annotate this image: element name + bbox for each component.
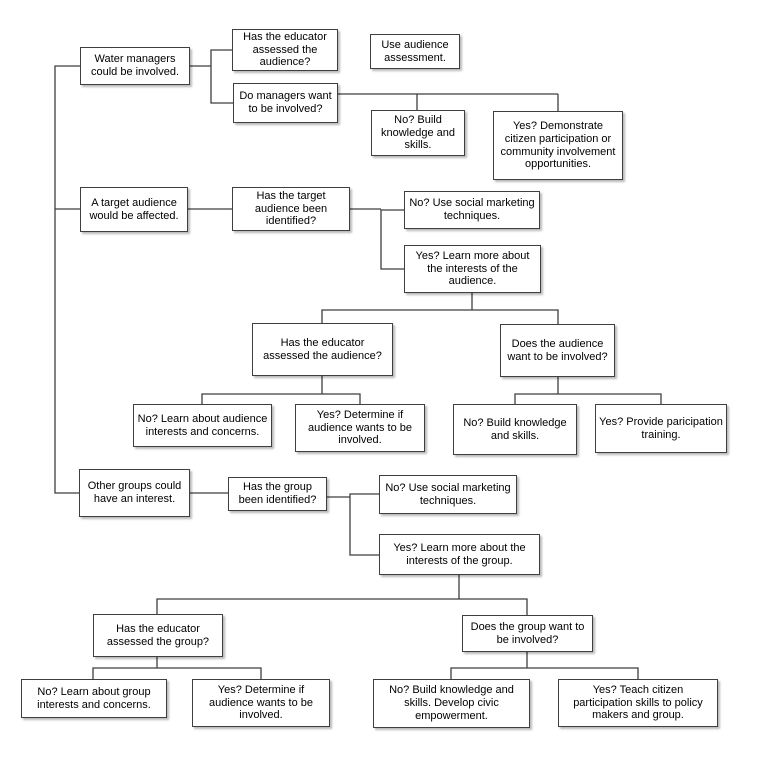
flow-node-group-want-involved: Does the group want to be involved? <box>462 615 593 652</box>
flow-node-other-groups: Other groups could have an interest. <box>79 469 190 517</box>
connector-water-bracket <box>210 49 233 104</box>
flow-node-no-build-knowledge-skills: No? Build knowledge and skills. <box>371 110 465 156</box>
connector-identified-bracket <box>380 209 404 270</box>
flow-node-yes-determine-audience-2: Yes? Determine if audience wants to be i… <box>192 679 330 727</box>
flow-node-no-social-marketing-group: No? Use social marketing techniques. <box>379 475 517 514</box>
flow-node-educator-assessed-audience-top: Has the educator assessed the audience? <box>232 29 338 71</box>
flow-node-yes-determine-audience: Yes? Determine if audience wants to be i… <box>295 404 425 452</box>
flow-node-use-audience-assessment: Use audience assessment. <box>370 34 460 69</box>
flow-node-no-learn-group-interests: No? Learn about group interests and conc… <box>21 679 167 718</box>
flow-node-target-audience-affected: A target audience would be affected. <box>80 187 188 232</box>
flow-node-managers-want-involved: Do managers want to be involved? <box>233 83 338 123</box>
connector-learn-audience-bracket <box>321 309 559 324</box>
flow-node-yes-demonstrate-participation: Yes? Demonstrate citizen participation o… <box>493 111 623 180</box>
flow-node-educator-assessed-group: Has the educator assessed the group? <box>93 614 223 657</box>
connector-assessed-group-bracket <box>92 667 262 679</box>
connector-learn-group-bracket <box>156 598 528 615</box>
flow-node-no-build-knowledge-skills-2: No? Build knowledge and skills. <box>453 404 577 455</box>
connector-audience-want-bracket <box>514 393 662 404</box>
flow-node-no-social-marketing-audience: No? Use social marketing techniques. <box>404 191 540 229</box>
flow-node-educator-assessed-audience-mid: Has the educator assessed the audience? <box>252 323 393 376</box>
flow-node-audience-want-involved: Does the audience want to be involved? <box>500 324 615 377</box>
flow-node-target-audience-identified: Has the target audience been identified? <box>232 187 350 231</box>
flow-node-yes-provide-training: Yes? Provide paricipation training. <box>595 404 727 453</box>
flow-node-no-learn-audience-interests: No? Learn about audience interests and c… <box>133 404 272 447</box>
connector-assessed-audience-bracket <box>201 393 361 404</box>
connector-left-rail <box>54 65 80 494</box>
flow-node-no-build-civic-empowerment: No? Build knowledge and skills. Develop … <box>373 679 530 728</box>
flow-node-water-managers: Water managers could be involved. <box>80 47 190 85</box>
connector-group-want-bracket <box>450 667 639 679</box>
connector-group-identified-bracket <box>349 493 379 556</box>
flow-node-yes-teach-citizen-skills: Yes? Teach citizen participation skills … <box>558 679 718 727</box>
flow-node-yes-learn-group-interests: Yes? Learn more about the interests of t… <box>379 534 540 575</box>
flow-node-yes-learn-audience-interests: Yes? Learn more about the interests of t… <box>404 245 541 293</box>
flow-node-group-identified: Has the group been identified? <box>228 477 327 511</box>
